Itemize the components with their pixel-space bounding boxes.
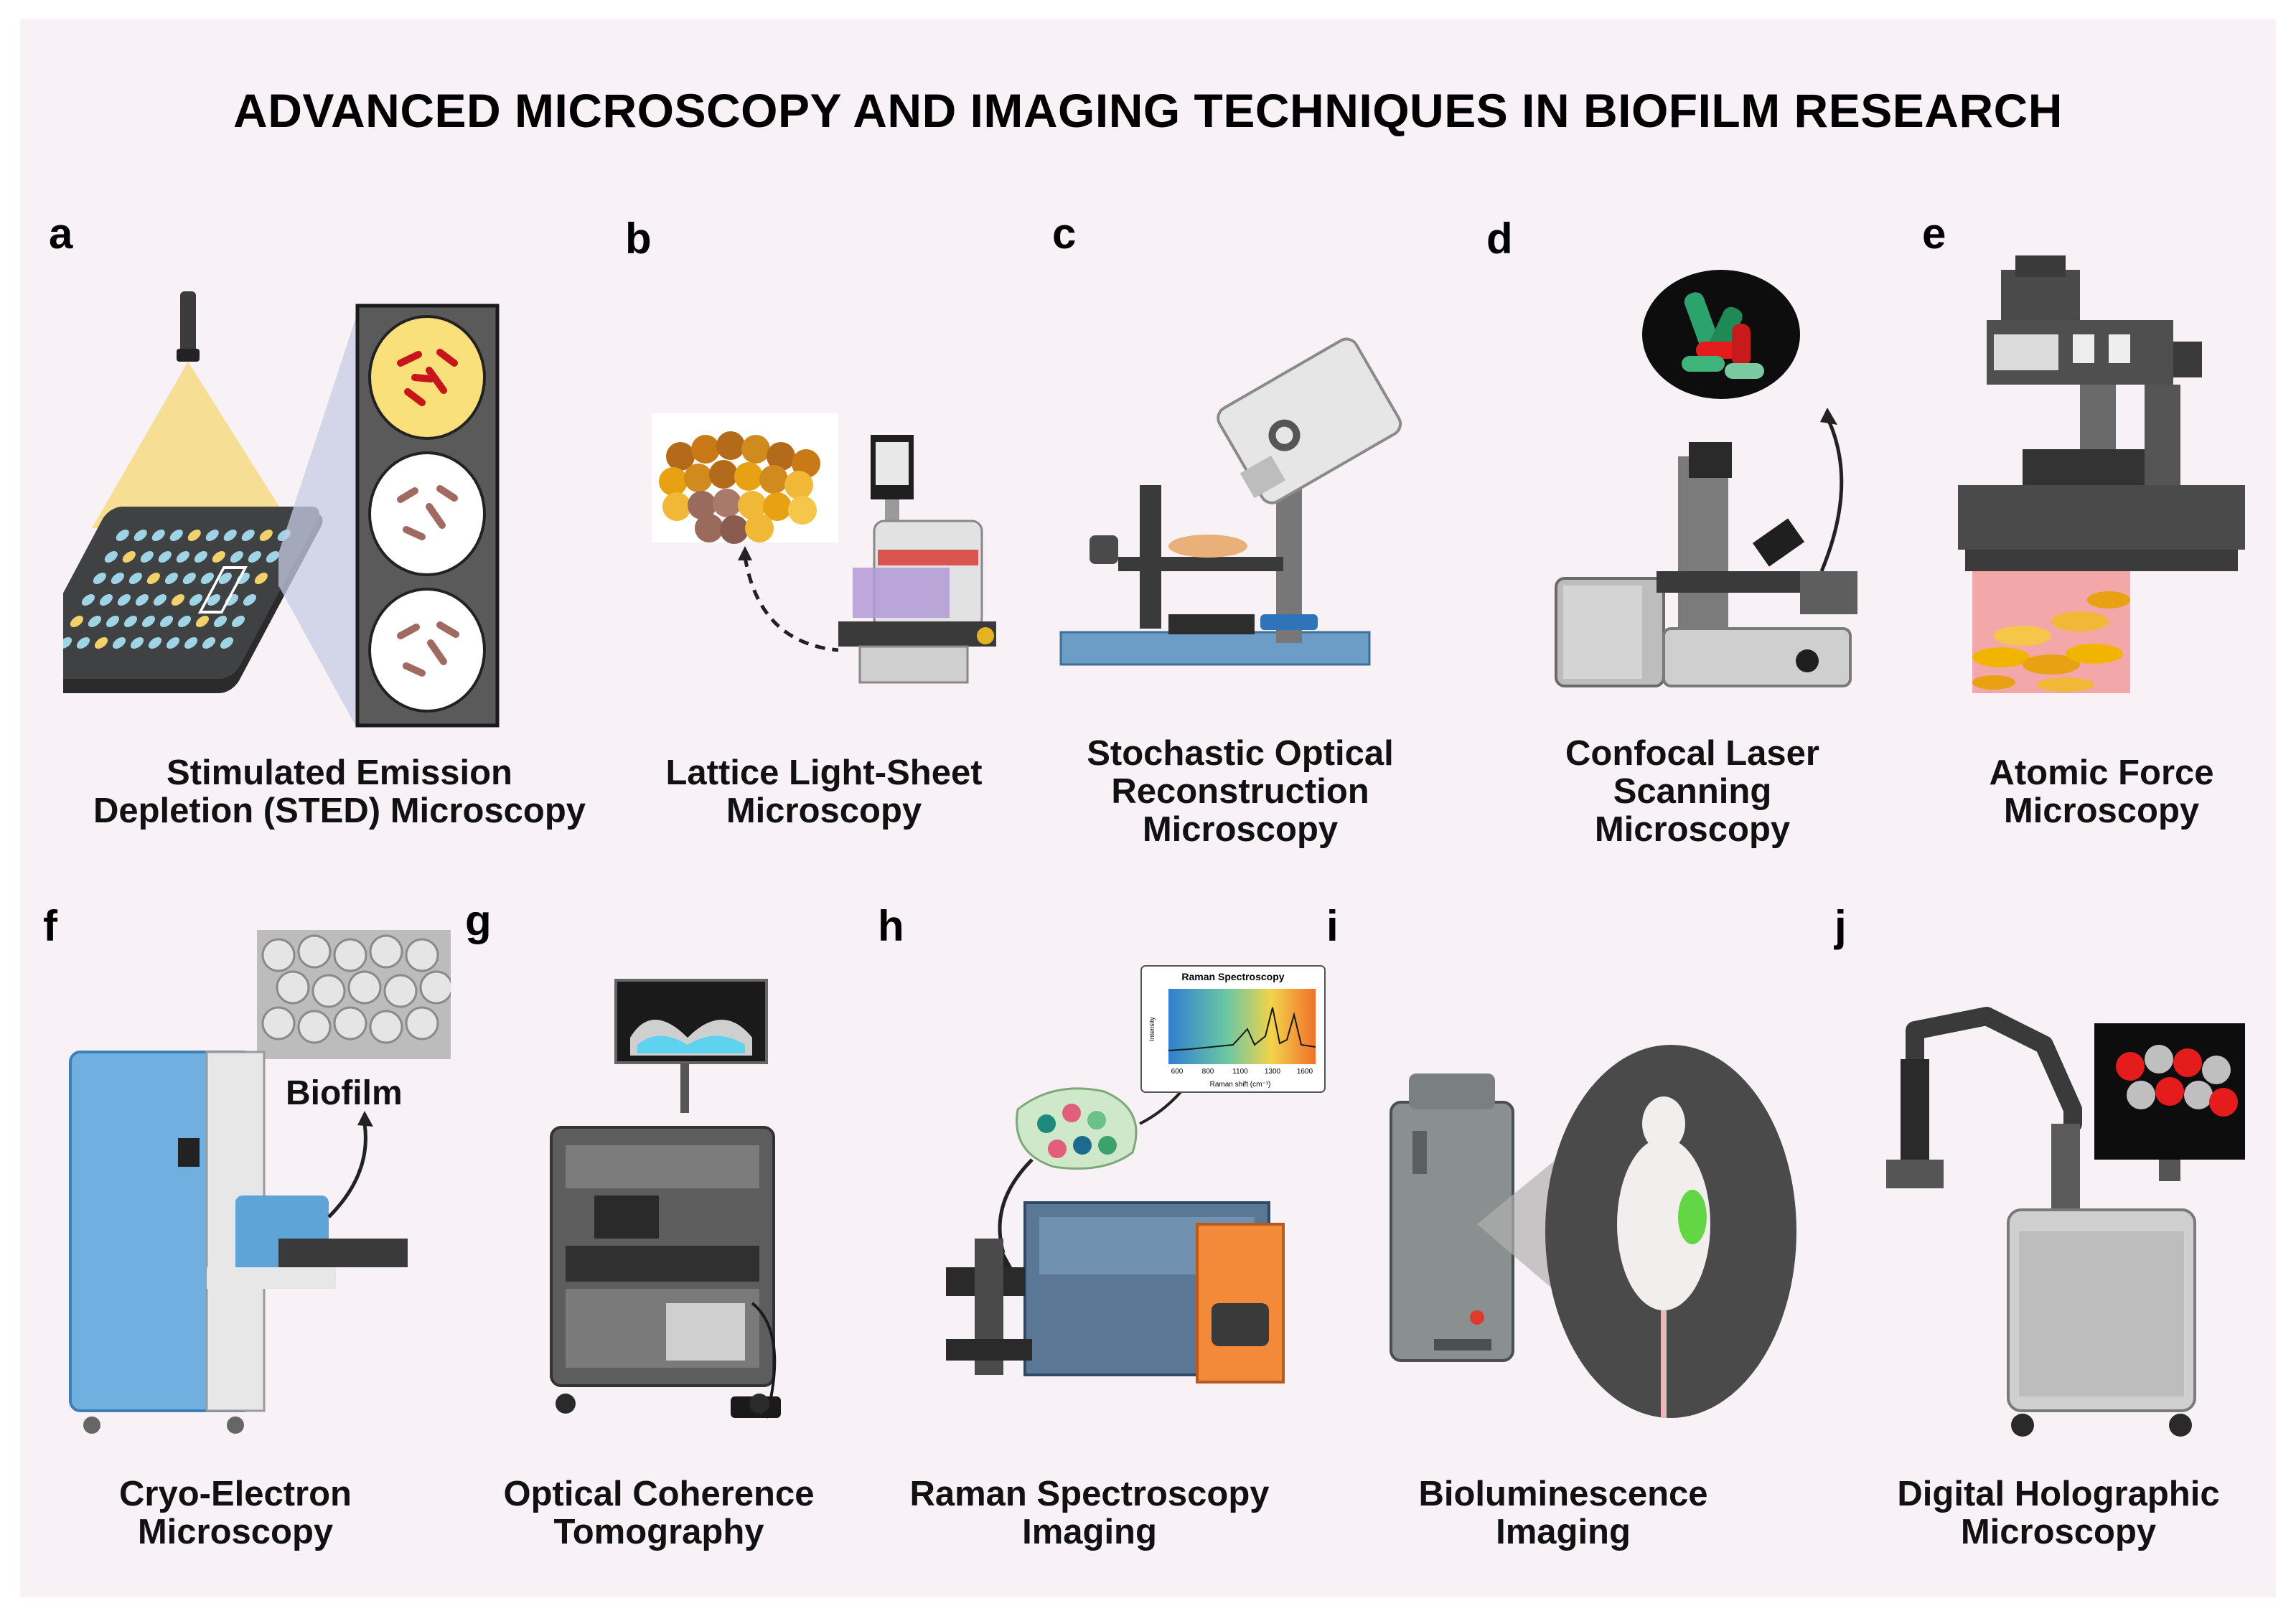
panel-d-letter: d bbox=[1486, 215, 1513, 263]
panel-g-letter: g bbox=[465, 896, 492, 944]
raman-spectrum-inset: Raman Spectroscopy Intensity 600 800 110… bbox=[1140, 964, 1326, 1094]
panel-h-letter: h bbox=[878, 902, 904, 950]
panel-c-letter: c bbox=[1052, 210, 1077, 258]
panel-f-caption: Cryo-Electron Microscopy bbox=[118, 1475, 352, 1551]
figure-canvas: ADVANCED MICROSCOPY AND IMAGING TECHNIQU… bbox=[20, 19, 2276, 1597]
panel-i-letter: i bbox=[1326, 902, 1339, 950]
raman-instrument-illustration bbox=[932, 966, 1305, 1411]
raman-tick: 800 bbox=[1202, 1068, 1214, 1076]
figure-title: ADVANCED MICROSCOPY AND IMAGING TECHNIQU… bbox=[233, 84, 2063, 137]
lattice-light-sheet-illustration bbox=[623, 392, 1025, 708]
panel-j-letter: j bbox=[1835, 902, 1847, 950]
afm-illustration bbox=[1944, 255, 2259, 700]
panel-f-letter: f bbox=[43, 902, 57, 950]
sted-illustration bbox=[63, 270, 523, 729]
confocal-illustration bbox=[1549, 255, 1879, 715]
raman-tick: 600 bbox=[1171, 1068, 1184, 1076]
oct-illustration bbox=[537, 973, 810, 1432]
panel-a-caption: Stimulated Emission Depletion (STED) Mic… bbox=[93, 753, 586, 830]
raman-inset-xlabel: Raman shift (cm⁻¹) bbox=[1210, 1081, 1271, 1089]
digital-holographic-illustration bbox=[1857, 980, 2259, 1439]
raman-inset-title: Raman Spectroscopy bbox=[1181, 971, 1284, 982]
panel-b-caption: Lattice Light-Sheet Microscopy bbox=[665, 753, 983, 830]
panel-a-letter: a bbox=[49, 210, 73, 258]
raman-tick: 1600 bbox=[1297, 1068, 1313, 1076]
storm-illustration bbox=[1046, 327, 1405, 686]
raman-tick: 1100 bbox=[1232, 1068, 1248, 1076]
panel-e-caption: Atomic Force Microscopy bbox=[1989, 753, 2214, 830]
panel-j-caption: Digital Holographic Microscopy bbox=[1897, 1475, 2220, 1551]
cryo-em-illustration bbox=[49, 923, 451, 1439]
panel-c-caption: Stochastic Optical Reconstruction Micros… bbox=[1087, 734, 1394, 849]
panel-b-letter: b bbox=[625, 215, 652, 263]
panel-i-caption: Bioluminescence Imaging bbox=[1418, 1475, 1708, 1551]
biofilm-label: Biofilm bbox=[286, 1074, 403, 1112]
panel-g-caption: Optical Coherence Tomography bbox=[503, 1475, 815, 1551]
panel-e-letter: e bbox=[1922, 210, 1946, 258]
raman-inset-ylabel: Intensity bbox=[1148, 1017, 1156, 1041]
bioluminescence-illustration bbox=[1369, 1030, 1829, 1432]
raman-tick: 1300 bbox=[1265, 1068, 1281, 1076]
panel-d-caption: Confocal Laser Scanning Microscopy bbox=[1565, 734, 1819, 849]
panel-h-caption: Raman Spectroscopy Imaging bbox=[909, 1475, 1270, 1551]
